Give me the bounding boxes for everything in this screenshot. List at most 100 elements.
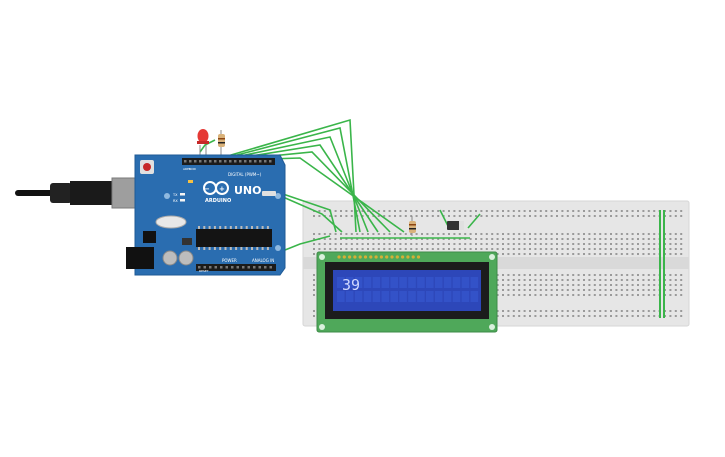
breadboard-hole xyxy=(561,310,564,312)
breadboard-hole xyxy=(534,215,537,217)
potentiometer[interactable] xyxy=(447,221,464,230)
breadboard-hole xyxy=(680,289,683,291)
led-resistor[interactable] xyxy=(218,130,225,160)
breadboard-hole xyxy=(561,253,564,255)
lcd-module[interactable]: 39 xyxy=(316,251,498,333)
breadboard-hole xyxy=(566,253,569,255)
lcd-cell xyxy=(417,291,425,302)
breadboard-hole xyxy=(577,248,580,250)
breadboard-hole xyxy=(653,284,656,286)
tx-label: TX xyxy=(172,193,178,197)
breadboard-hole xyxy=(502,274,504,276)
breadboard-hole xyxy=(550,210,553,212)
breadboard-hole xyxy=(502,248,504,250)
digital-header[interactable] xyxy=(182,158,275,165)
wire[interactable] xyxy=(221,136,369,233)
breadboard-hole xyxy=(410,210,413,212)
breadboard-hole xyxy=(566,243,569,245)
breadboard-hole xyxy=(496,315,499,317)
breadboard-hole xyxy=(593,294,596,296)
breadboard-hole xyxy=(383,210,386,212)
breadboard-hole xyxy=(588,274,591,276)
breadboard-hole xyxy=(442,210,445,212)
breadboard-hole xyxy=(637,210,639,212)
breadboard-hole xyxy=(647,210,650,212)
breadboard-hole xyxy=(491,243,494,245)
breadboard-hole xyxy=(491,238,494,240)
rx-led xyxy=(180,199,185,202)
breadboard-hole xyxy=(631,233,634,235)
breadboard-hole xyxy=(620,233,623,235)
breadboard-hole xyxy=(507,215,510,217)
breadboard-hole xyxy=(507,253,510,255)
breadboard-hole xyxy=(534,248,537,250)
resistor[interactable] xyxy=(409,216,416,236)
breadboard-hole xyxy=(507,289,510,291)
lcd-pin xyxy=(406,255,410,259)
lcd-cell xyxy=(399,277,407,288)
lcd-pin-header xyxy=(337,255,421,259)
breadboard-hole xyxy=(529,284,531,286)
breadboard-hole xyxy=(377,233,380,235)
breadboard-hole xyxy=(545,210,548,212)
breadboard-hole xyxy=(350,215,353,217)
wire[interactable] xyxy=(282,196,343,233)
chip-pin xyxy=(251,226,253,229)
arduino-board[interactable]: − + UNO ARDUINO DIGITAL (PWM~) POWER ANA… xyxy=(126,154,286,276)
power-jack[interactable] xyxy=(126,247,154,269)
breadboard-hole xyxy=(615,238,618,240)
breadboard-hole xyxy=(680,243,683,245)
power-analog-header[interactable] xyxy=(196,264,276,271)
breadboard-hole xyxy=(496,215,499,217)
breadboard-hole xyxy=(599,233,602,235)
chip-pin xyxy=(261,226,264,229)
chip-pin xyxy=(219,247,222,250)
breadboard-hole xyxy=(631,210,634,212)
breadboard-hole xyxy=(593,248,596,250)
breadboard-hole xyxy=(669,238,672,240)
breadboard-hole xyxy=(599,253,602,255)
breadboard-hole xyxy=(620,238,623,240)
breadboard-hole xyxy=(539,315,542,317)
breadboard-hole xyxy=(588,294,591,296)
breadboard-hole xyxy=(323,210,326,212)
breadboard-hole xyxy=(604,294,607,296)
usb-cable[interactable] xyxy=(15,177,139,209)
breadboard-hole xyxy=(356,238,359,240)
breadboard-hole xyxy=(604,253,607,255)
reset-button-cap[interactable] xyxy=(143,163,151,171)
breadboard-hole xyxy=(637,294,639,296)
breadboard-hole xyxy=(502,233,504,235)
chip-pin xyxy=(245,247,248,250)
lcd-cell xyxy=(372,277,381,288)
breadboard-hole xyxy=(410,233,413,235)
lcd-cell xyxy=(363,277,372,288)
breadboard-hole xyxy=(431,215,434,217)
breadboard-hole xyxy=(674,215,677,217)
wire[interactable] xyxy=(467,213,481,229)
breadboard-hole xyxy=(539,284,542,286)
breadboard-hole xyxy=(583,289,585,291)
breadboard-hole xyxy=(556,215,558,217)
breadboard-hole xyxy=(680,210,683,212)
breadboard-hole xyxy=(410,243,413,245)
breadboard-hole xyxy=(523,210,526,212)
breadboard-hole xyxy=(577,289,580,291)
breadboard-hole xyxy=(453,215,456,217)
breadboard-hole xyxy=(566,233,569,235)
lcd-cell xyxy=(372,291,381,302)
breadboard-hole xyxy=(615,279,618,281)
breadboard-hole xyxy=(469,215,472,217)
breadboard-hole xyxy=(615,243,618,245)
breadboard-hole xyxy=(507,279,510,281)
breadboard-hole xyxy=(583,233,585,235)
breadboard-hole xyxy=(421,210,423,212)
breadboard-hole xyxy=(561,248,564,250)
breadboard-hole xyxy=(599,210,602,212)
wire[interactable] xyxy=(199,139,216,153)
breadboard-hole xyxy=(550,315,553,317)
wire[interactable] xyxy=(439,209,449,227)
breadboard-hole xyxy=(523,294,526,296)
breadboard-hole xyxy=(604,210,607,212)
